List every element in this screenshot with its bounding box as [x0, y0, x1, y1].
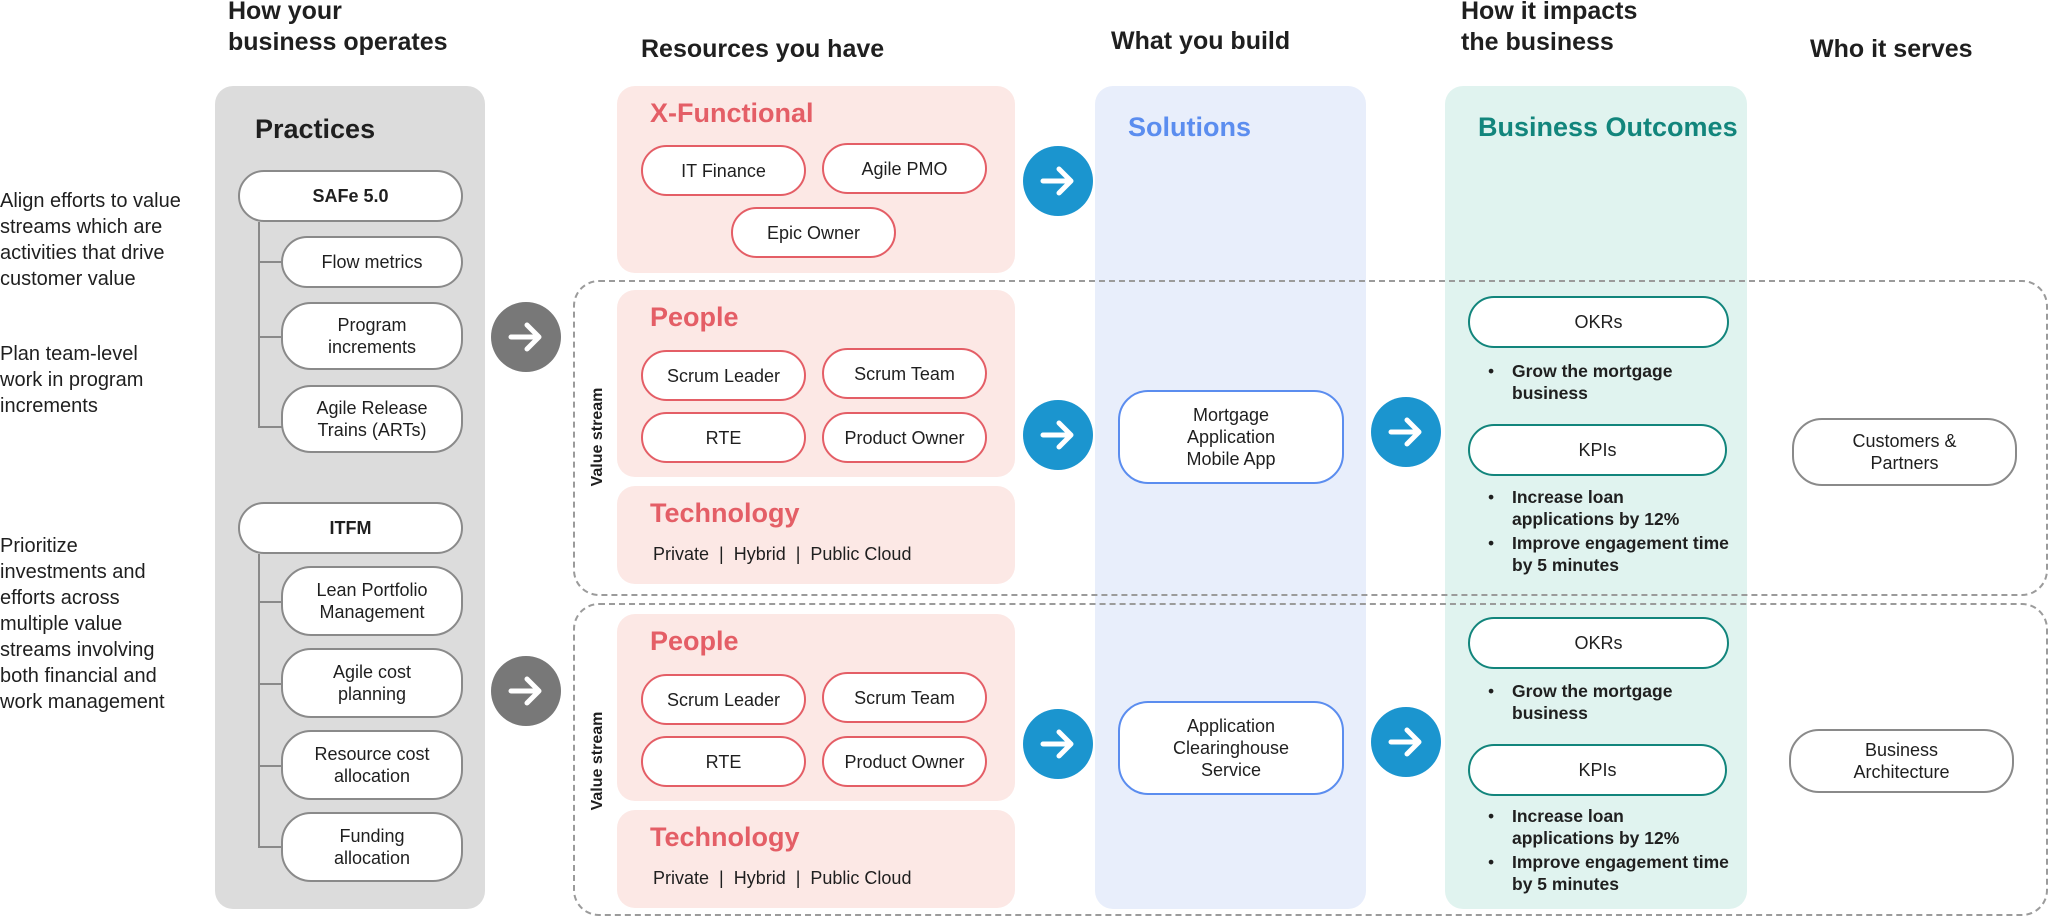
people-title: People	[650, 302, 739, 332]
right-arrow-icon	[1023, 146, 1093, 216]
header-serves: Who it serves	[1810, 35, 1973, 63]
kpi-bullet: Increase loan applications by 12%	[1480, 486, 1730, 530]
header-build: What you build	[1111, 27, 1291, 55]
header-impacts: How it impacts the business	[1461, 0, 1637, 58]
people-item-scrum-team: Scrum Team	[822, 672, 987, 723]
safe-tree-line	[258, 222, 260, 427]
xfunctional-item-agile-pmo: Agile PMO	[822, 143, 987, 194]
kpi-bullet: Increase loan applications by 12%	[1480, 805, 1730, 849]
people-item-product-owner: Product Owner	[822, 736, 987, 787]
kpis-pill: KPIs	[1468, 424, 1727, 476]
value-stream-label: Value stream	[589, 387, 606, 487]
header-operates: How your business operates	[228, 0, 448, 58]
technology-panel	[617, 810, 1015, 908]
solution-pill: Application Clearinghouse Service	[1118, 701, 1344, 795]
safe-branch-1	[258, 261, 282, 263]
safe-item-flow-metrics: Flow metrics	[281, 236, 463, 288]
itfm-pill: ITFM	[238, 502, 463, 554]
technology-options: Private | Hybrid | Public Cloud	[653, 544, 912, 564]
okrs-pill: OKRs	[1468, 296, 1729, 348]
kpis-pill: KPIs	[1468, 744, 1727, 796]
okr-bullets: Grow the mortgage business	[1480, 360, 1730, 406]
value-stream-frame	[573, 280, 2048, 596]
header-operates-line2: business operates	[228, 28, 448, 56]
itfm-branch-2	[258, 683, 282, 685]
right-arrow-icon	[1371, 707, 1441, 777]
xfunctional-item-epic-owner: Epic Owner	[731, 207, 896, 258]
itfm-item-resource-cost: Resource cost allocation	[281, 730, 463, 800]
kpi-bullet: Improve engagement time by 5 minutes	[1480, 532, 1730, 576]
solutions-title: Solutions	[1128, 112, 1251, 142]
serves-pill: Business Architecture	[1789, 729, 2014, 793]
technology-title: Technology	[650, 498, 800, 528]
serves-pill: Customers & Partners	[1792, 418, 2017, 486]
xfunctional-item-it-finance: IT Finance	[641, 145, 806, 196]
people-item-scrum-team: Scrum Team	[822, 348, 987, 399]
itfm-item-agile-cost: Agile cost planning	[281, 648, 463, 718]
itfm-branch-1	[258, 601, 282, 603]
right-arrow-icon	[1371, 397, 1441, 467]
practices-title: Practices	[255, 114, 376, 144]
people-item-scrum-leader: Scrum Leader	[641, 350, 806, 401]
people-item-scrum-leader: Scrum Leader	[641, 674, 806, 725]
okr-bullet: Grow the mortgage business	[1480, 680, 1730, 724]
itfm-branch-4	[258, 846, 282, 848]
right-arrow-icon	[491, 302, 561, 372]
safe-item-arts: Agile Release Trains (ARTs)	[281, 385, 463, 453]
header-resources: Resources you have	[641, 35, 885, 63]
kpi-bullet: Improve engagement time by 5 minutes	[1480, 851, 1730, 895]
people-item-product-owner: Product Owner	[822, 412, 987, 463]
kpi-bullets: Increase loan applications by 12% Improv…	[1480, 805, 1730, 897]
header-impacts-line1: How it impacts	[1461, 0, 1638, 25]
description-plan: Plan team-level work in program incremen…	[0, 343, 144, 417]
outcomes-title: Business Outcomes	[1478, 112, 1738, 142]
safe-branch-2	[258, 336, 282, 338]
technology-panel	[617, 486, 1015, 584]
header-impacts-line2: the business	[1461, 28, 1614, 56]
solution-pill: Mortgage Application Mobile App	[1118, 390, 1344, 484]
itfm-item-lean-portfolio: Lean Portfolio Management	[281, 566, 463, 636]
people-item-rte: RTE	[641, 412, 806, 463]
xfunctional-title: X-Functional	[650, 98, 814, 128]
itfm-tree-line	[258, 554, 260, 846]
itfm-branch-3	[258, 765, 282, 767]
okr-bullets: Grow the mortgage business	[1480, 680, 1730, 726]
kpi-bullets: Increase loan applications by 12% Improv…	[1480, 486, 1730, 578]
description-align: Align efforts to value streams which are…	[0, 190, 181, 290]
right-arrow-icon	[1023, 400, 1093, 470]
safe-pill: SAFe 5.0	[238, 170, 463, 222]
right-arrow-icon	[1023, 709, 1093, 779]
safe-branch-3	[258, 426, 282, 428]
right-arrow-icon	[491, 656, 561, 726]
description-prioritize: Prioritize investments and efforts acros…	[0, 535, 165, 713]
okrs-pill: OKRs	[1468, 617, 1729, 669]
value-stream-frame	[573, 603, 2048, 916]
okr-bullet: Grow the mortgage business	[1480, 360, 1730, 404]
people-item-rte: RTE	[641, 736, 806, 787]
technology-title: Technology	[650, 822, 800, 852]
value-stream-label: Value stream	[589, 711, 606, 811]
safe-item-program-increments: Program increments	[281, 302, 463, 370]
itfm-item-funding: Funding allocation	[281, 812, 463, 882]
people-title: People	[650, 626, 739, 656]
header-operates-line1: How your	[228, 0, 342, 25]
technology-options: Private | Hybrid | Public Cloud	[653, 868, 912, 888]
